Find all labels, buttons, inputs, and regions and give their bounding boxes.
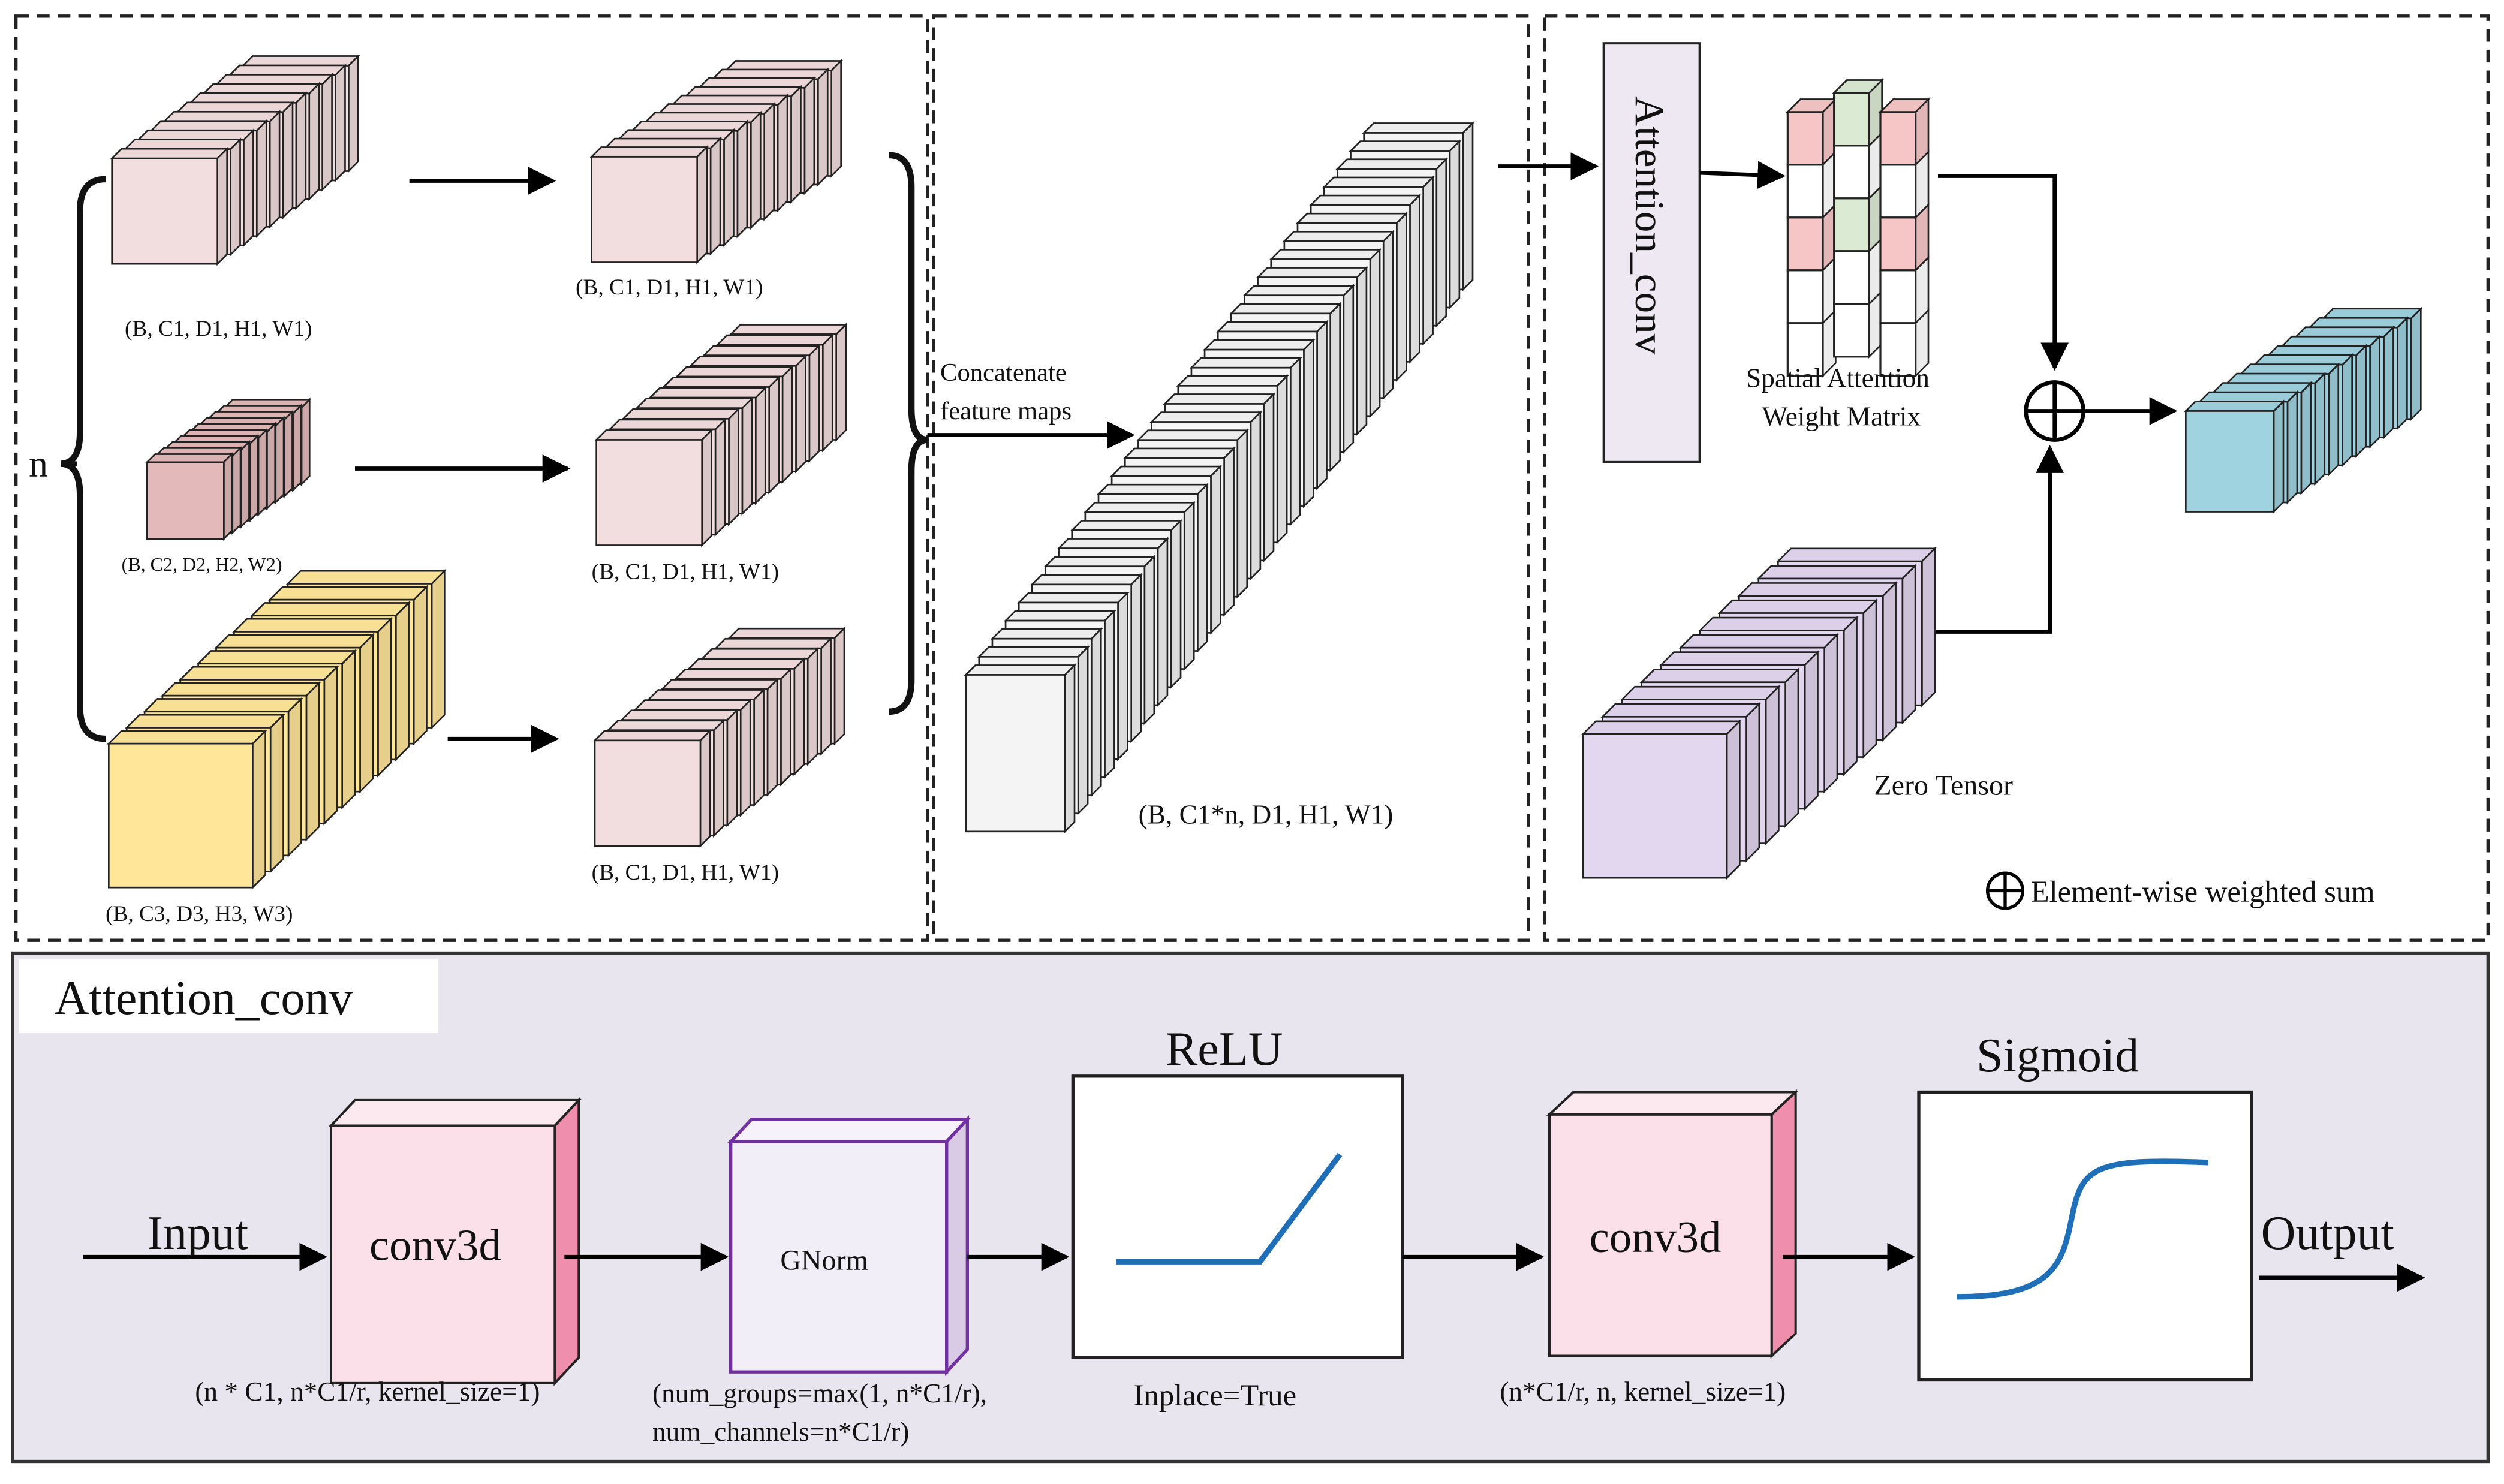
shape-label-2: (B, C2, D2, H2, W2): [122, 553, 282, 575]
input-stack-2: [145, 398, 312, 541]
slab: [964, 663, 1077, 834]
gnorm-params-2: num_channels=n*C1/r): [652, 1417, 909, 1447]
left-brace: [60, 176, 106, 742]
conv3d-1-params: (n * C1, n*C1/r, kernel_size=1): [195, 1377, 540, 1407]
matrix-cell: [1878, 97, 1931, 167]
shape-label-3: (B, C3, D3, H3, W3): [106, 902, 293, 926]
legend-label: Element-wise weighted sum: [2031, 875, 2375, 908]
matrix-cell: [1786, 203, 1837, 273]
concatenated-stack: [964, 121, 1475, 834]
slab: [145, 452, 234, 541]
sigmoid-box: [1917, 1090, 2253, 1382]
connector-matrix-plus: [1938, 174, 2069, 371]
gnorm-block: [727, 1115, 971, 1376]
matrix-cell: [1833, 183, 1883, 254]
matrix-cell: [1786, 308, 1837, 378]
slab: [107, 729, 267, 890]
sigmoid-curve-icon: [1957, 1158, 2208, 1300]
matrix-cell: [1832, 78, 1884, 148]
conv3d-2-params: (n*C1/r, n, kernel_size=1): [1500, 1377, 1786, 1407]
panel-inputs: [14, 14, 929, 942]
gnorm-label: GNorm: [780, 1245, 868, 1277]
panel-attention: [1543, 14, 2490, 942]
weighted-sum-icon: [2024, 380, 2085, 442]
panel-concat: [932, 14, 1530, 942]
matrix-cell: [1833, 131, 1883, 201]
panel-title-bg: [19, 959, 438, 1033]
input-label: Input: [147, 1207, 248, 1260]
sigmoid-title: Sigmoid: [1976, 1030, 2139, 1082]
concat-label-line1: Concatenate: [940, 359, 1067, 387]
slab: [594, 428, 714, 547]
slab: [2184, 399, 2286, 514]
matrix-cell: [1786, 255, 1837, 326]
matrix-cell: [1879, 308, 1930, 378]
relu-title: ReLU: [1166, 1023, 1283, 1076]
output-label: Output: [2261, 1207, 2394, 1260]
n-label: n: [29, 443, 48, 485]
slab: [110, 146, 229, 266]
input-stack-1: [110, 54, 360, 266]
gnorm-params-1: (num_groups=max(1, n*C1/r),: [652, 1378, 987, 1408]
input-stack-3: [107, 568, 447, 890]
legend-plus-icon: [1986, 871, 2024, 910]
conv3d-2-label: conv3d: [1590, 1212, 1721, 1262]
aligned-stack-3: [592, 626, 847, 848]
aligned-label-1: (B, C1, D1, H1, W1): [576, 275, 763, 300]
panel-title: Attention_conv: [55, 972, 353, 1025]
relu-curve-icon: [1116, 1152, 1343, 1265]
zero-tensor-label: Zero Tensor: [1874, 770, 2013, 802]
matrix-label-line1: Spatial Attention: [1746, 363, 1930, 393]
shape-label-1: (B, C1, D1, H1, W1): [125, 317, 312, 341]
connector-zero-plus: [1934, 445, 2064, 634]
aligned-stack-2: [594, 323, 848, 547]
concat-shape-label: (B, C1*n, D1, H1, W1): [1139, 800, 1394, 830]
attention-conv-label: Attention_conv: [1627, 96, 1673, 355]
relu-box: [1071, 1074, 1404, 1359]
conv3d-1-label: conv3d: [369, 1221, 501, 1271]
conv3d-block-2: [1546, 1089, 1799, 1359]
attention-conv-box: [1602, 42, 1701, 463]
output-stack: [2184, 306, 2423, 514]
matrix-label-line2: Weight Matrix: [1762, 402, 1921, 432]
matrix-cell: [1786, 150, 1837, 220]
conv3d-block-1: [328, 1097, 582, 1386]
matrix-cell: [1786, 97, 1838, 167]
arrow-to-matrix: [1699, 161, 1786, 189]
slab: [592, 729, 712, 848]
matrix-cell: [1833, 289, 1883, 359]
slab: [1581, 719, 1742, 880]
spatial-attention-matrix: [1786, 78, 1931, 378]
matrix-cell: [1833, 236, 1883, 306]
right-brace: [889, 152, 928, 715]
aligned-stack-1: [589, 59, 843, 264]
relu-params: Inplace=True: [1134, 1378, 1296, 1412]
zero-tensor-stack: [1581, 546, 1937, 880]
slab: [589, 145, 709, 264]
aligned-label-3: (B, C1, D1, H1, W1): [592, 860, 779, 885]
concat-label-line2: feature maps: [940, 397, 1072, 425]
aligned-label-2: (B, C1, D1, H1, W1): [592, 560, 779, 585]
